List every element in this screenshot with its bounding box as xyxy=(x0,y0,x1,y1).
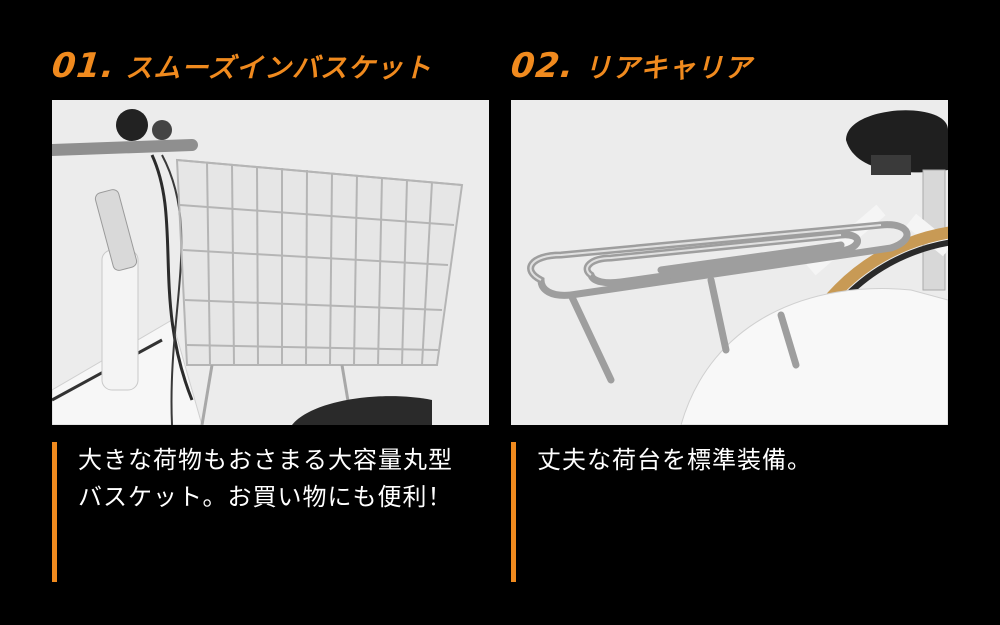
basket-photo xyxy=(52,100,489,425)
feature-description: 大きな荷物もおさまる大容量丸型 バスケット。お買い物にも便利！ xyxy=(52,442,492,582)
description-line: バスケット。お買い物にも便利！ xyxy=(78,483,453,511)
feature-description: 丈夫な荷台を標準装備。 xyxy=(511,442,951,582)
description-text: 丈夫な荷台を標準装備。 xyxy=(537,442,947,479)
feature-heading: 01. スムーズインバスケット xyxy=(49,46,432,90)
feature-number: 02. xyxy=(508,46,577,86)
description-line: 丈夫な荷台を標準装備。 xyxy=(537,446,812,474)
description-line: 大きな荷物もおさまる大容量丸型 xyxy=(78,446,453,474)
accent-bar xyxy=(511,442,516,582)
feature-title: スムーズインバスケット xyxy=(125,53,432,84)
feature-basket: 01. スムーズインバスケット xyxy=(49,0,492,625)
feature-number: 01. xyxy=(49,46,118,86)
feature-title: リアキャリア xyxy=(584,53,753,84)
description-text: 大きな荷物もおさまる大容量丸型 バスケット。お買い物にも便利！ xyxy=(78,442,488,516)
rear-carrier-photo xyxy=(511,100,948,425)
feature-rear-carrier: 02. リアキャリア xyxy=(508,0,951,625)
feature-heading: 02. リアキャリア xyxy=(508,46,753,90)
accent-bar xyxy=(52,442,57,582)
